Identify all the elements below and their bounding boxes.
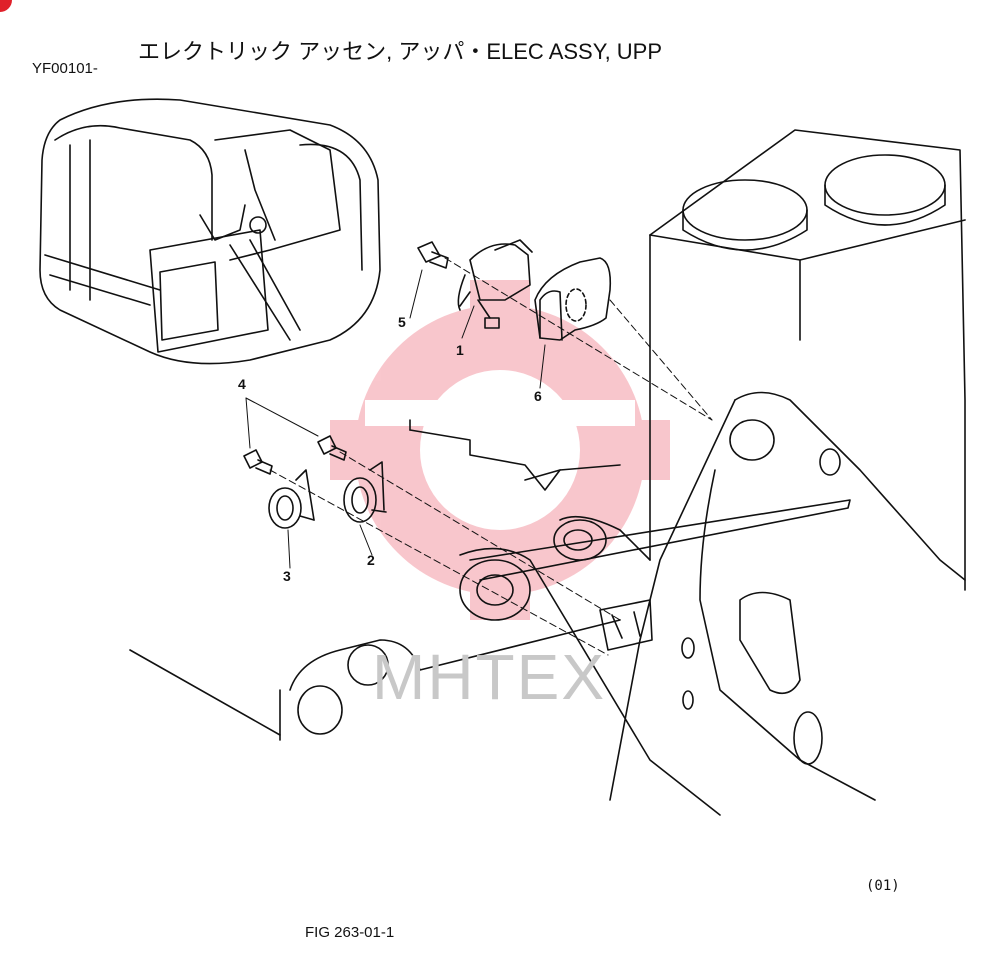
- assembly-lines: [269, 257, 713, 656]
- callout-4: 4: [238, 376, 246, 392]
- part-6-cover-bracket: [534, 257, 612, 341]
- part-2-horn: [343, 461, 387, 523]
- serial-range: YF00101-: [32, 60, 98, 77]
- watermark-logo: [330, 280, 670, 620]
- page-title: エレクトリック アッセン, アッパ・ELEC ASSY, UPP: [138, 39, 663, 64]
- sheet-number: (01): [866, 878, 900, 894]
- part-5-bolt: [417, 241, 449, 269]
- watermark-text: MHTEX: [372, 641, 606, 713]
- callout-5: 5: [398, 314, 406, 330]
- callout-3: 3: [283, 568, 291, 584]
- callout-1: 1: [456, 342, 464, 358]
- machine-frame: [129, 129, 966, 816]
- callout-6: 6: [534, 388, 542, 404]
- figure-number: FIG 263-01-1: [305, 924, 395, 941]
- part-3-horn: [268, 469, 315, 529]
- callout-2: 2: [367, 552, 375, 568]
- leader-lines: [245, 269, 546, 569]
- part-1-harness-assembly: [457, 239, 533, 329]
- cab-overview: [39, 98, 381, 365]
